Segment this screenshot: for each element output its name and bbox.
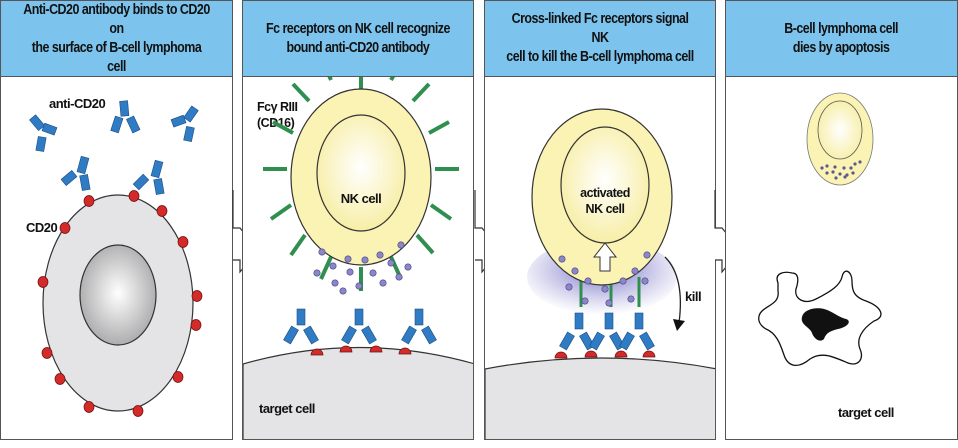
free-antibody: [170, 105, 199, 143]
fc-receptors: [263, 77, 459, 291]
cross-linked-antibodies: [559, 312, 655, 351]
panel-step-1: Anti-CD20 antibody binds to CD20 on the …: [0, 0, 233, 440]
granules: [558, 251, 651, 307]
panel-3-header: Cross-linked Fc receptors signal NK cell…: [485, 1, 715, 77]
panel-2-title: Fc receptors on NK cell recognize bound …: [266, 20, 450, 56]
activated-label-line1: activated: [580, 186, 630, 200]
panel-3-illustration: activated NK cell kill: [485, 108, 715, 439]
granules: [313, 241, 412, 295]
granules: [820, 160, 862, 180]
cd20-antigens: [310, 345, 412, 356]
panel-1-header: Anti-CD20 antibody binds to CD20 on the …: [1, 1, 232, 77]
target-cell: [243, 346, 473, 439]
panel-1-illustration: anti-CD20: [26, 96, 203, 417]
cd20-antigens: [37, 190, 203, 417]
panel-step-4: B-cell lymphoma cell dies by apoptosis t…: [725, 0, 958, 440]
polarization-arrow-icon: [592, 242, 618, 272]
bound-antibody: [60, 155, 91, 191]
bound-antibodies: [283, 308, 437, 345]
kill-arrowhead-icon: [673, 319, 685, 331]
cd20-label: CD20: [26, 220, 58, 235]
nk-cell-small-nucleus: [817, 100, 863, 160]
fc-receptor-label: Fcγ RIII: [257, 100, 297, 114]
kill-label: kill: [685, 289, 701, 304]
panel-4-illustration: target cell: [758, 92, 894, 420]
anti-cd20-label: anti-CD20: [49, 96, 105, 111]
cd20-antigens: [554, 350, 656, 359]
panel-step-2: Fc receptors on NK cell recognize bound …: [242, 0, 474, 440]
nk-cell-label: NK cell: [341, 191, 382, 206]
target-cell-label: target cell: [838, 405, 894, 420]
panel-3-title: Cross-linked Fc receptors signal NK cell…: [506, 11, 694, 65]
target-cell-label: target cell: [259, 401, 315, 416]
panel-2-illustration: Fcγ RIII (CD16) NK cell: [243, 77, 473, 439]
panel-2-header: Fc receptors on NK cell recognize bound …: [243, 1, 473, 77]
b-cell-nucleus: [79, 244, 157, 346]
kill-arrow: [664, 256, 682, 324]
nk-cell-nucleus: [316, 114, 406, 232]
panel-4-title: B-cell lymphoma cell dies by apoptosis: [784, 20, 899, 56]
activated-label-line2: NK cell: [586, 202, 625, 216]
panel-1-title: Anti-CD20 antibody binds to CD20 on the …: [23, 1, 210, 75]
bound-antibody: [132, 159, 165, 195]
activated-nk-nucleus: [560, 126, 650, 244]
free-antibody: [29, 114, 58, 152]
panel-step-3: Cross-linked Fc receptors signal NK cell…: [484, 0, 716, 440]
target-cell: [485, 357, 715, 439]
condensed-nucleus: [801, 308, 849, 341]
panel-4-header: B-cell lymphoma cell dies by apoptosis: [726, 1, 957, 77]
free-antibody: [110, 100, 141, 134]
